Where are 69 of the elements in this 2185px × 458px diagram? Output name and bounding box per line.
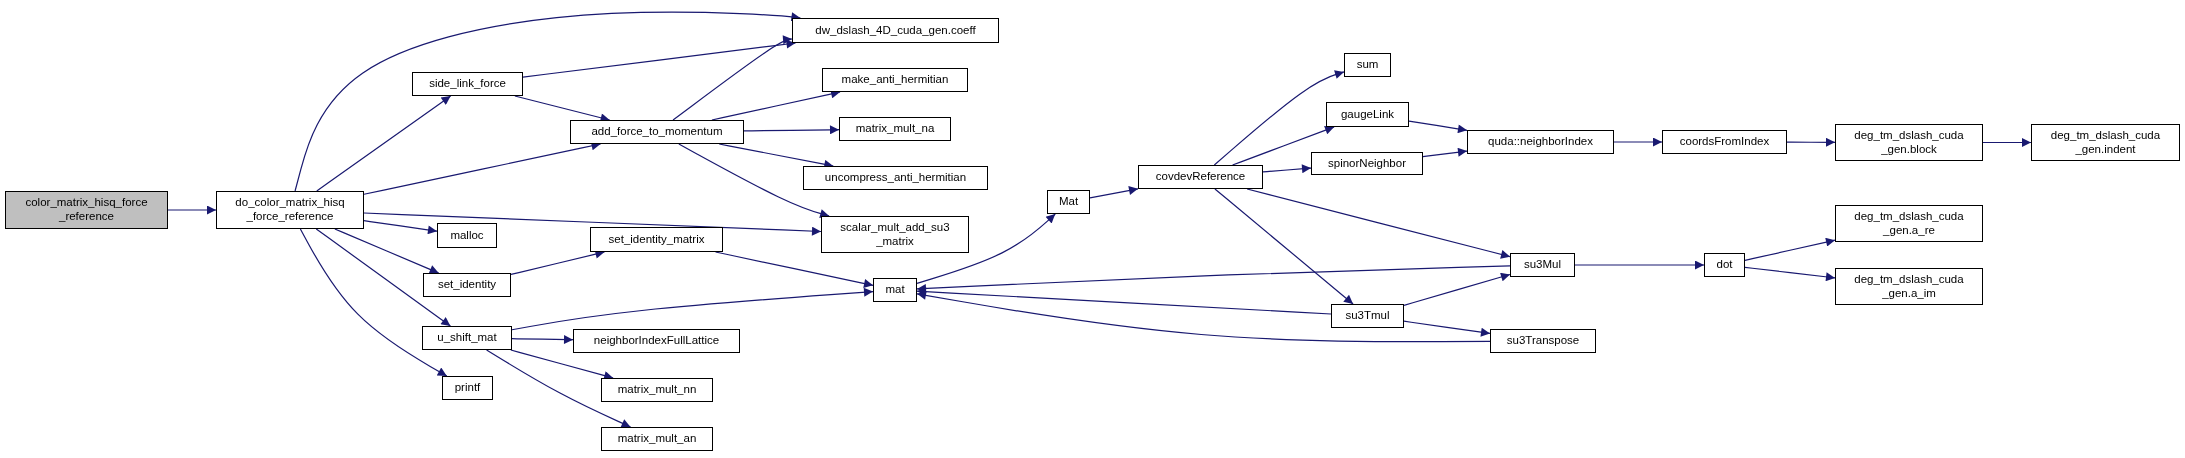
function-box: deg_tm_dslash_cuda _gen.indent <box>2031 124 2180 161</box>
call-arrow <box>299 228 448 377</box>
call-arrow <box>1231 125 1335 166</box>
function-box: make_anti_hermitian <box>822 68 968 92</box>
call-arrow <box>1262 164 1312 174</box>
call-arrow <box>678 143 830 218</box>
call-arrow <box>1408 120 1468 134</box>
call-arrow <box>1613 137 1663 147</box>
call-arrow <box>916 290 1491 343</box>
call-arrow <box>1403 320 1491 337</box>
function-box: matrix_mult_an <box>601 427 713 451</box>
call-arrow <box>167 205 217 215</box>
call-arrow <box>315 228 451 327</box>
call-arrow <box>916 213 1056 284</box>
call-arrow <box>316 95 452 192</box>
call-arrow <box>1213 70 1345 166</box>
function-box: deg_tm_dslash_cuda _gen.block <box>1835 124 1983 161</box>
function-box: dw_dslash_4D_cuda_gen.coeff <box>792 18 999 43</box>
function-box: su3Transpose <box>1490 329 1596 353</box>
call-arrow <box>1422 147 1468 158</box>
call-arrow <box>1744 237 1836 261</box>
call-arrow <box>1403 272 1511 306</box>
call-arrow <box>916 265 1511 293</box>
call-arrow <box>511 335 574 345</box>
function-box: deg_tm_dslash_cuda _gen.a_re <box>1835 205 1983 242</box>
function-box: matrix_mult_na <box>839 117 951 141</box>
function-box: do_color_matrix_hisq _force_reference <box>216 191 364 229</box>
function-box: add_force_to_momentum <box>570 120 744 144</box>
function-box: spinorNeighbor <box>1311 152 1423 175</box>
function-box: su3Mul <box>1510 253 1575 277</box>
call-arrow <box>511 287 874 331</box>
function-box: side_link_force <box>412 72 523 96</box>
call-arrow <box>363 212 822 236</box>
call-arrow <box>1214 188 1354 305</box>
function-box: uncompress_anti_hermitian <box>803 166 988 190</box>
function-box: sum <box>1344 53 1391 77</box>
function-box: neighborIndexFullLattice <box>573 329 740 353</box>
call-arrow <box>1574 260 1705 270</box>
function-box: malloc <box>437 223 497 248</box>
call-arrow <box>363 220 438 235</box>
function-box: set_identity_matrix <box>590 227 723 252</box>
function-box: coordsFromIndex <box>1662 130 1787 154</box>
function-box: set_identity <box>423 273 511 297</box>
call-arrow <box>1982 138 2032 147</box>
function-box: su3Tmul <box>1331 304 1404 328</box>
call-arrow <box>522 39 797 78</box>
call-arrow <box>916 287 1332 315</box>
call-arrow <box>485 349 632 428</box>
function-box: printf <box>442 376 493 400</box>
call-arrow <box>1744 266 1836 282</box>
call-arrow <box>510 349 614 380</box>
function-box: matrix_mult_nn <box>601 378 713 402</box>
call-arrow <box>672 35 793 121</box>
call-arrow <box>1089 186 1139 199</box>
call-arrow <box>294 11 801 192</box>
function-box: scalar_mult_add_su3 _matrix <box>821 216 969 253</box>
function-box: quda::neighborIndex <box>1467 130 1614 154</box>
function-box: gaugeLink <box>1326 102 1409 127</box>
function-box: dot <box>1704 253 1745 277</box>
function-box: deg_tm_dslash_cuda _gen.a_im <box>1835 268 1983 305</box>
call-arrow <box>743 125 840 135</box>
function-box: Mat <box>1047 190 1090 214</box>
function-box: mat <box>873 278 917 302</box>
function-box: color_matrix_hisq_force _reference <box>5 191 168 229</box>
call-arrow <box>1246 188 1511 259</box>
call-arrow <box>334 228 440 274</box>
function-box: covdevReference <box>1138 165 1263 189</box>
function-box: u_shift_mat <box>422 326 512 350</box>
call-arrow <box>1786 137 1836 147</box>
